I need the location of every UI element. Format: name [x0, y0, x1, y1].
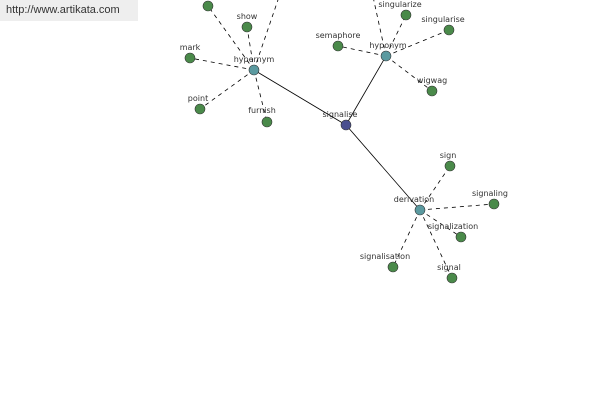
source-link[interactable]: http://www.artikata.com — [0, 0, 138, 21]
term-label-t-point: point — [188, 94, 208, 103]
relation-label-hypernym: hypernym — [234, 55, 275, 64]
term-label-t-signaling: signaling — [472, 189, 508, 198]
term-label-t-singularise: singularise — [421, 15, 464, 24]
term-label-t-mark: mark — [180, 43, 201, 52]
term-node-t-signalisation[interactable] — [387, 261, 399, 273]
edge-signalise-hyponym — [345, 55, 387, 126]
edge-hypernym-t-furnish — [253, 69, 268, 123]
term-label-t-show: show — [237, 12, 258, 21]
term-label-t-singularize: singularize — [378, 0, 421, 9]
nodes-layer — [184, 0, 500, 284]
edge-hyponym-t-semaphore — [337, 45, 387, 57]
edge-hyponym-t-edge-top — [373, 0, 387, 57]
edge-hyponym-t-singularise — [385, 29, 450, 57]
term-node-t-singularize[interactable] — [400, 9, 412, 21]
term-node-t-signalization[interactable] — [455, 231, 467, 243]
edges-layer — [189, 0, 495, 279]
term-node-t-show[interactable] — [241, 21, 253, 33]
relation-label-hyponym: hyponym — [369, 41, 407, 50]
edge-derivation-t-signaling — [419, 203, 495, 211]
relation-node-hypernym[interactable] — [248, 64, 260, 76]
edge-derivation-t-signalisation — [392, 209, 421, 268]
relation-node-derivation[interactable] — [414, 204, 426, 216]
term-label-t-signalization: signalization — [428, 222, 478, 231]
term-node-t-sign[interactable] — [444, 160, 456, 172]
term-node-t-furnish[interactable] — [261, 116, 273, 128]
term-label-t-furnish: furnish — [248, 106, 276, 115]
edge-hypernym-t-edge-right — [253, 0, 279, 71]
term-node-t-edge-left[interactable] — [202, 0, 214, 12]
term-node-t-mark[interactable] — [184, 52, 196, 64]
edge-hypernym-t-mark — [189, 57, 255, 71]
term-node-t-wigwag[interactable] — [426, 85, 438, 97]
edge-hypernym-t-point — [199, 69, 255, 110]
center-node-signalise[interactable] — [340, 119, 352, 131]
edge-signalise-derivation — [345, 124, 421, 211]
term-node-t-signaling[interactable] — [488, 198, 500, 210]
term-node-t-semaphore[interactable] — [332, 40, 344, 52]
edge-hyponym-t-wigwag — [385, 55, 433, 92]
term-node-t-singularise[interactable] — [443, 24, 455, 36]
term-label-t-sign: sign — [440, 151, 457, 160]
center-label-signalise: signalise — [323, 110, 358, 119]
term-label-t-signalisation: signalisation — [360, 252, 410, 261]
edge-hypernym-t-edge-left — [207, 5, 255, 71]
term-node-t-signal[interactable] — [446, 272, 458, 284]
edge-derivation-t-sign — [419, 165, 451, 211]
term-label-t-semaphore: semaphore — [316, 31, 361, 40]
edge-signalise-hypernym — [253, 69, 347, 126]
edge-derivation-t-signalization — [419, 209, 462, 238]
term-label-t-wigwag: wigwag — [417, 76, 447, 85]
labels-layer: show mark point furnish singularizesingulari… — [180, 0, 508, 272]
relation-node-hyponym[interactable] — [380, 50, 392, 62]
relation-label-derivation: derivation — [394, 195, 434, 204]
term-node-t-point[interactable] — [194, 103, 206, 115]
term-label-t-signal: signal — [437, 263, 461, 272]
